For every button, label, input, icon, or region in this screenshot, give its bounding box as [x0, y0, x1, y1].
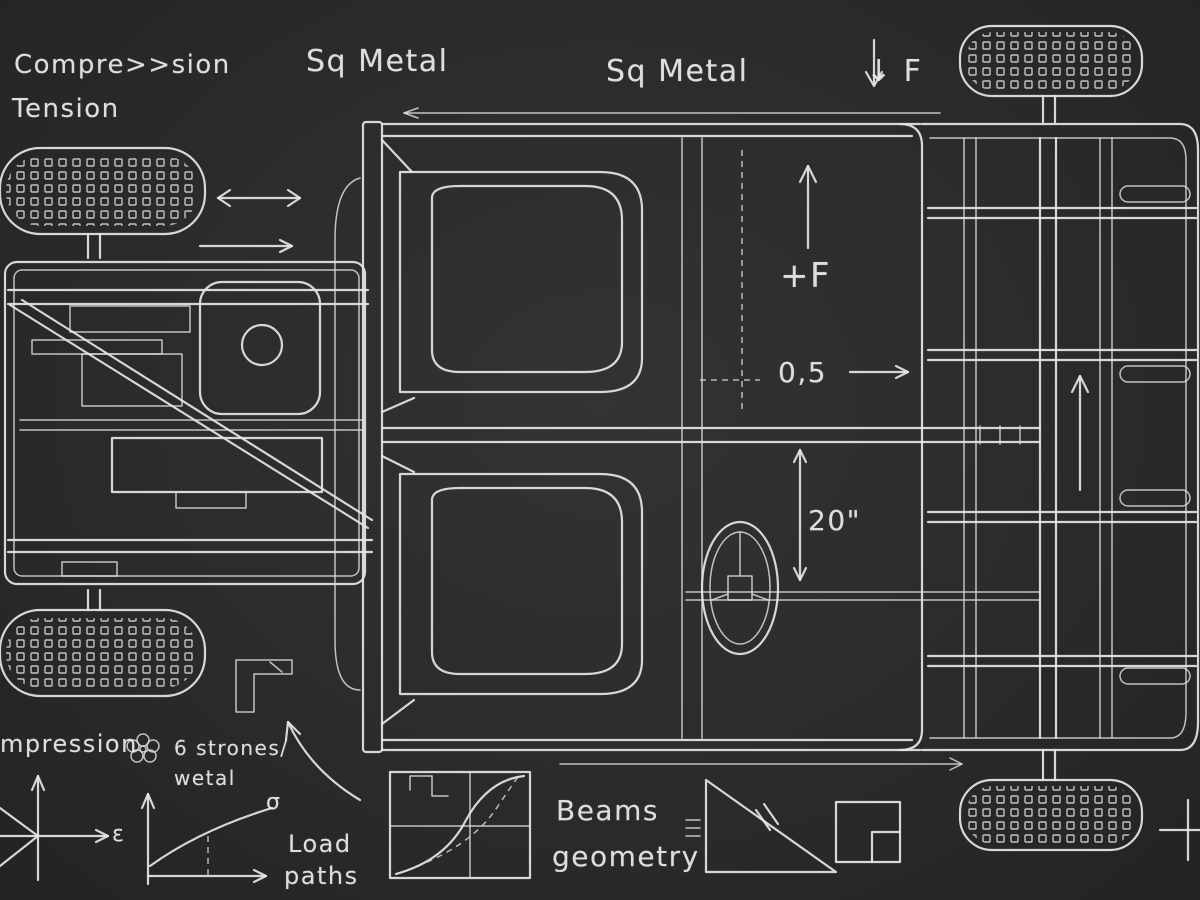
- stress-strain-sketch: [0, 774, 110, 882]
- steering-wheel: [700, 520, 780, 656]
- main-frame: [334, 120, 1042, 754]
- wheel-rear-right: [958, 748, 1144, 852]
- label-beams: Beams: [556, 794, 659, 827]
- label-sq-metal-2: Sq Metal: [606, 54, 749, 89]
- label-paths: paths: [284, 862, 359, 890]
- label-load: Load: [288, 830, 352, 858]
- label-wetal: wetal: [174, 766, 236, 790]
- wheel-rear-left: [0, 588, 207, 698]
- graph-sketch: [388, 770, 532, 880]
- label-geometry: geometry: [552, 840, 700, 873]
- triangle-sketch: [685, 778, 838, 874]
- label-sigma: σ: [266, 790, 282, 815]
- load-curve-sketch: [140, 792, 274, 886]
- seat-top: [398, 170, 644, 394]
- label-mpression: mpression: [0, 730, 138, 758]
- force-arrows: [198, 38, 963, 802]
- label-force-down: ↓ F: [866, 54, 923, 89]
- arrow-icon: [1158, 798, 1200, 862]
- label-tension: Tension: [12, 94, 120, 124]
- label-epsilon: ε: [112, 822, 126, 847]
- label-plus-f: +F: [780, 256, 832, 296]
- wheel-front-left: [0, 146, 207, 260]
- label-twenty-inch: 20": [808, 504, 862, 537]
- wheel-front-right: [958, 24, 1144, 124]
- engine-bay: [3, 260, 374, 586]
- square-sketch: [834, 800, 902, 864]
- bracket-sketch: [235, 659, 293, 713]
- label-half: 0,5: [778, 356, 828, 389]
- flower-icon: [126, 733, 160, 763]
- label-compression: Compre>>sion: [14, 50, 231, 80]
- label-sq-metal-1: Sq Metal: [306, 44, 449, 79]
- label-six-strones: 6 strones/: [174, 736, 289, 760]
- rear-frame: [920, 122, 1200, 752]
- seat-bottom: [398, 472, 644, 696]
